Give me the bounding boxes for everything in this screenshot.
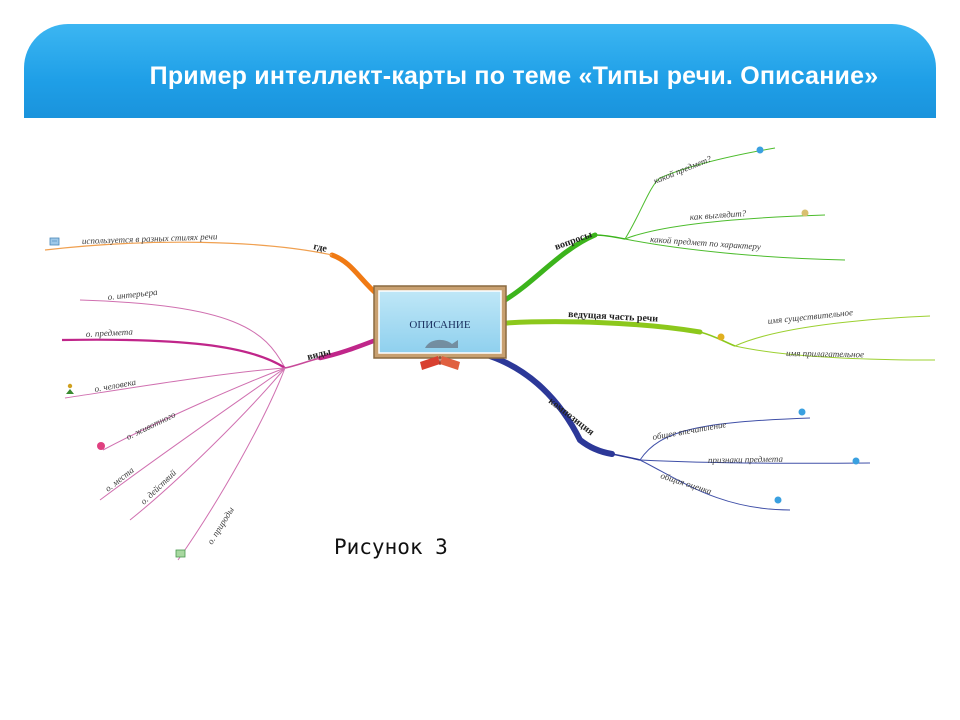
- branch-use: где используется в разных стилях речи: [44, 231, 381, 298]
- snowflake-icon: [756, 146, 764, 154]
- book-icon: [420, 356, 460, 370]
- leaf-use-1: используется в разных стилях речи: [82, 231, 218, 246]
- branch-questions: вопросы какой предмет? как выглядит? как…: [502, 146, 846, 303]
- sun-icon: [717, 333, 725, 341]
- leaf-line-questions-1: [624, 147, 776, 240]
- mind-map-diagram: где используется в разных стилях речи ви…: [44, 146, 936, 561]
- branch-use-line: [44, 241, 333, 256]
- branch-questions-trunk: [594, 234, 626, 240]
- leaf-composition-3: общая оценка: [659, 470, 713, 496]
- leaf-line-speech-1: [734, 315, 931, 347]
- branch-use-label: где: [312, 241, 328, 255]
- branch-speech-connector: [503, 319, 703, 335]
- leaf-kinds-5: о. места: [103, 465, 136, 494]
- picture-icon: [175, 549, 186, 558]
- branch-speech-trunk: [699, 331, 736, 347]
- leaf-questions-2: как выглядит?: [689, 208, 747, 222]
- branch-speech-label: ведущая часть речи: [568, 309, 659, 325]
- leaf-line-kinds-4: [102, 367, 286, 451]
- leaf-line-kinds-2: [61, 338, 286, 369]
- leaf-line-kinds-7: [177, 367, 286, 561]
- leaf-line-kinds-3: [64, 367, 286, 399]
- leaf-line-questions-3: [624, 238, 846, 261]
- leaf-kinds-1: о. интерьера: [107, 287, 158, 302]
- leaf-line-kinds-6: [129, 367, 286, 521]
- snowflake-icon: [852, 457, 860, 465]
- leaf-line-speech-2: [734, 345, 936, 361]
- slide-header: Пример интеллект-карты по теме «Типы реч…: [24, 24, 936, 118]
- center-label: ОПИСАНИЕ: [409, 319, 470, 331]
- leaf-kinds-3: о. человека: [94, 377, 138, 394]
- leaf-composition-2: признаки предмета: [708, 454, 784, 465]
- branch-questions-connector: [502, 232, 598, 303]
- leaf-line-composition-1: [639, 417, 811, 461]
- leaf-speech-1: имя существительное: [767, 307, 853, 326]
- flower-icon: [97, 442, 105, 450]
- leaf-questions-1: какой предмет?: [652, 153, 713, 186]
- snowflake-icon: [774, 496, 782, 504]
- horse-icon: [425, 339, 458, 348]
- branch-kinds: виды о. интерьера о. предмета о. человек…: [61, 287, 379, 561]
- center-node: ОПИСАНИЕ: [373, 285, 507, 370]
- branch-composition: композиция общее впечатление признаки пр…: [487, 353, 871, 511]
- leaf-questions-3: какой предмет по характеру: [650, 234, 761, 252]
- branch-composition-label: композиция: [546, 396, 596, 439]
- leaf-kinds-6: о. действий: [138, 467, 178, 506]
- leaf-line-composition-2: [639, 459, 871, 464]
- person-icon: [66, 383, 74, 394]
- leaf-kinds-2: о. предмета: [86, 327, 134, 339]
- branch-kinds-connector: [317, 337, 379, 361]
- leaf-line-composition-3: [639, 459, 791, 511]
- branch-composition-trunk: [611, 453, 641, 461]
- leaf-line-questions-2: [624, 214, 826, 240]
- snowflake-icon: [798, 408, 806, 416]
- slide-title: Пример интеллект-карты по теме «Типы реч…: [149, 62, 879, 90]
- leaf-line-kinds-5: [99, 367, 286, 501]
- branch-use-connector: [329, 252, 381, 298]
- leaf-composition-1: общее впечатление: [652, 419, 727, 442]
- branch-composition-connector: [487, 353, 615, 457]
- leaf-speech-2: имя прилагательное: [786, 348, 864, 359]
- leaf-kinds-4: о. животного: [124, 409, 177, 442]
- figure-caption: Рисунок 3: [334, 535, 448, 559]
- note-icon: [49, 237, 60, 246]
- branch-kinds-trunk: [284, 357, 321, 369]
- settings-icon: [801, 209, 809, 217]
- branch-kinds-label: виды: [306, 346, 332, 363]
- leaf-line-kinds-1: [79, 299, 286, 369]
- branch-speech: ведущая часть речи имя существительное и…: [503, 307, 936, 361]
